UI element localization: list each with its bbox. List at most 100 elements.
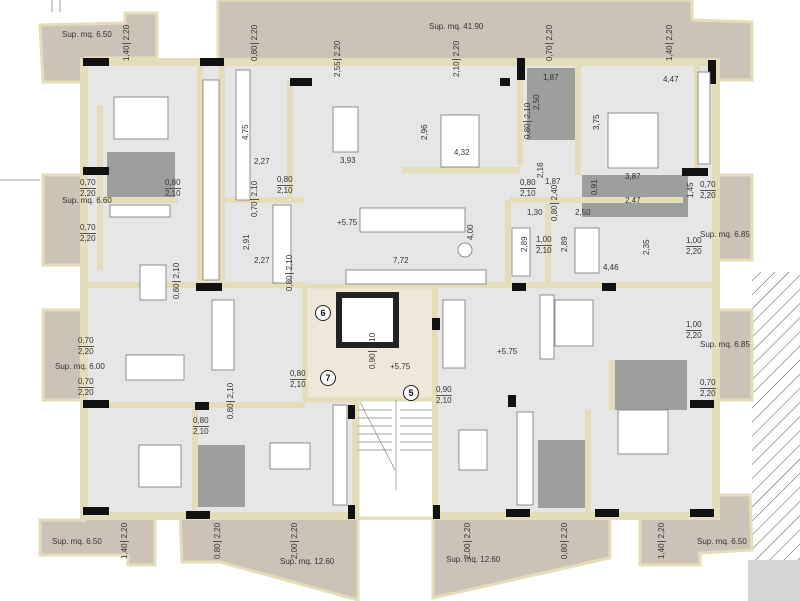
balcony-area-label: Sup. mq. 12.60 xyxy=(446,555,501,564)
bathroom xyxy=(612,360,687,410)
dimension-label: 2,27 xyxy=(254,157,270,166)
opening-label: 2,102,20 xyxy=(452,40,461,78)
section-marker: 6 xyxy=(315,305,331,321)
pillars xyxy=(83,58,716,519)
balcony-area-label: Sup. mq. 6.85 xyxy=(700,230,750,239)
single-bed xyxy=(511,227,531,277)
dimension-label: 7,72 xyxy=(393,256,409,265)
dimension-label: 0,91 xyxy=(590,179,599,195)
dining-table xyxy=(269,442,311,470)
dimension-label: 2,89 xyxy=(520,236,529,252)
dimension-label: 2,50 xyxy=(532,94,541,110)
opening-label: 1,402,20 xyxy=(665,24,674,62)
opening-label: 0,802,10 xyxy=(523,102,532,140)
balcony-bottom-center-left xyxy=(178,510,360,601)
neighbour-grey-area xyxy=(748,560,800,601)
dimension-label: 4,75 xyxy=(241,124,250,140)
double-bed xyxy=(440,114,480,168)
level-label: +5.75 xyxy=(497,347,518,356)
wardrobe xyxy=(272,204,292,284)
bathroom xyxy=(107,152,175,200)
coffee-table xyxy=(457,242,473,258)
single-bed xyxy=(139,264,167,301)
opening-label: 0,802,10 xyxy=(285,254,294,292)
stair-steps xyxy=(358,400,434,490)
internal-walls xyxy=(84,62,716,515)
balcony-area-label: Sup. mq. 6.60 xyxy=(62,196,112,205)
dimension-label: 1,87 xyxy=(545,177,561,186)
double-bed xyxy=(138,444,182,488)
dimension-label: 2,35 xyxy=(642,239,651,255)
wardrobe xyxy=(202,79,220,281)
dimension-label: 1,87 xyxy=(543,73,559,82)
dimension-label: 2,47 xyxy=(625,196,641,205)
kitchen-counter xyxy=(332,404,348,506)
balcony-area-label: Sup. mq. 41.90 xyxy=(429,22,484,31)
opening-label: 0,902,10 xyxy=(368,332,377,370)
kitchen-counter xyxy=(516,411,534,506)
opening-label: 0,802,20 xyxy=(250,24,259,62)
bathrooms xyxy=(107,68,688,508)
neighbour-hatched-area xyxy=(752,272,800,562)
sofa xyxy=(442,299,466,369)
bathroom xyxy=(582,175,688,217)
bathroom xyxy=(527,68,579,140)
wardrobe xyxy=(697,71,711,165)
balcony-area-label: Sup. mq. 6.50 xyxy=(62,30,112,39)
opening-label: 0,802,20 xyxy=(213,522,222,560)
tv-unit xyxy=(345,269,487,285)
dimension-label: 2,89 xyxy=(560,236,569,252)
section-marker: 7 xyxy=(320,370,336,386)
wardrobe xyxy=(109,204,171,218)
dimension-label: 2,27 xyxy=(254,256,270,265)
level-label: +5.75 xyxy=(337,218,358,227)
opening-label: 0,802,10 xyxy=(172,262,181,300)
dimension-label: 2,16 xyxy=(536,162,545,178)
single-bed xyxy=(574,227,600,274)
dimension-label: 4,46 xyxy=(603,263,619,272)
opening-label: 0,802,10 xyxy=(226,382,235,420)
opening-label: 1,402,20 xyxy=(122,24,131,62)
sofa xyxy=(359,207,466,233)
opening-label: 0,802,40 xyxy=(550,184,559,222)
kitchen-counter xyxy=(235,69,251,201)
opening-label: 2,552,20 xyxy=(333,40,342,78)
sofa xyxy=(211,299,235,371)
furniture xyxy=(109,69,711,506)
opening-label: 2,002,20 xyxy=(290,522,299,560)
dimension-label: 2,50 xyxy=(575,208,591,217)
opening-label: 2,002,20 xyxy=(463,522,472,560)
double-bed xyxy=(617,409,669,455)
dining-table xyxy=(125,354,185,381)
bathroom xyxy=(538,440,588,508)
dimension-label: 3,93 xyxy=(340,156,356,165)
double-bed xyxy=(113,96,169,140)
dining-table xyxy=(458,429,488,471)
dimension-label: 2,91 xyxy=(242,234,251,250)
dimension-label: 3,87 xyxy=(625,172,641,181)
dimension-label: 1,30 xyxy=(527,208,543,217)
opening-label: 1,402,20 xyxy=(657,522,666,560)
double-bed xyxy=(607,112,659,169)
opening-label: 1,402,20 xyxy=(120,522,129,560)
dimension-label: 4,32 xyxy=(454,148,470,157)
balcony-area-label: Sup. mq. 6.50 xyxy=(52,537,102,546)
opening-label: 0,802,20 xyxy=(560,522,569,560)
dimension-label: 3,75 xyxy=(592,114,601,130)
balcony-area-label: Sup. mq. 6.00 xyxy=(55,362,105,371)
opening-label: 0,702,10 xyxy=(250,180,259,218)
